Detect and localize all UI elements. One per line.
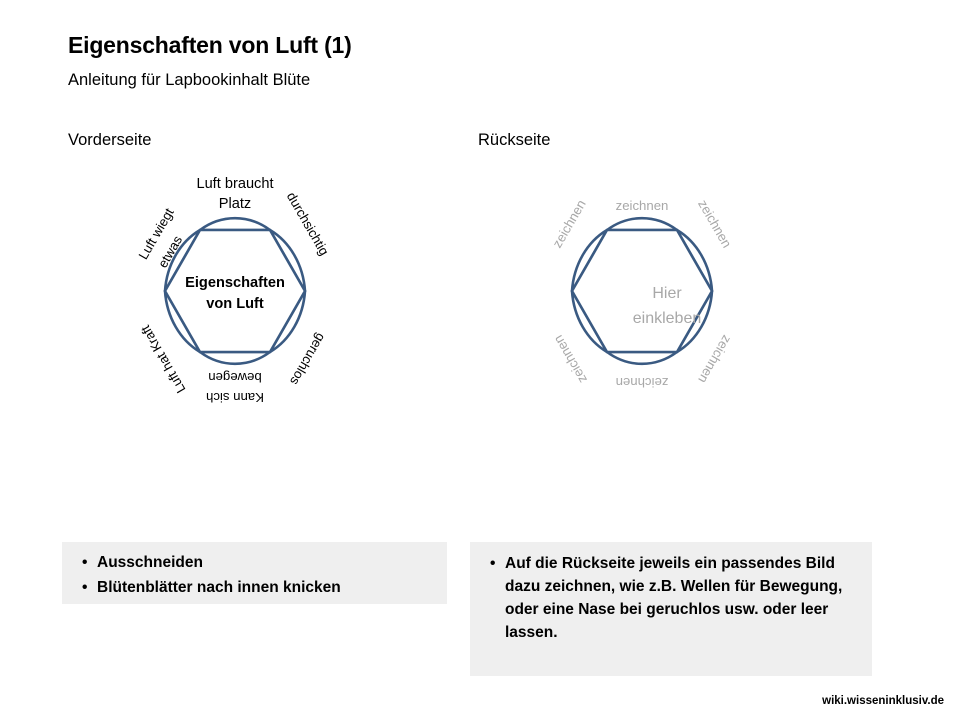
hexagon-center-back: [570, 228, 714, 354]
petal-shape-bottom: [198, 350, 272, 366]
flower-center-label-line1: Hier: [652, 285, 682, 302]
flower-center-label-line1: Eigenschaften: [185, 275, 285, 291]
page-title: Eigenschaften von Luft (1): [68, 32, 352, 58]
flower-center-label-line2: einkleben: [633, 310, 702, 327]
petal-label-top-line1: Luft braucht: [196, 176, 273, 192]
list-item-text: Blütenblätter nach innen knicken: [97, 578, 341, 596]
list-item: • Ausschneiden: [80, 552, 431, 575]
petal-shape-bottom: [605, 350, 679, 366]
section-heading-back: Rückseite: [478, 131, 551, 149]
petal-label-upper-right: zeichnen: [695, 197, 734, 250]
footer-credit: wiki.wisseninklusiv.de: [822, 695, 944, 707]
page-subtitle: Anleitung für Lapbookinhalt Blüte: [68, 71, 311, 89]
petal-label-lower-right: zeichnen: [695, 333, 734, 386]
petal-shape-top: [605, 216, 679, 232]
list-item-text: Ausschneiden: [97, 554, 203, 571]
petal-label-bottom-line2: bewegen: [208, 370, 262, 385]
instruction-list-front: • Ausschneiden • Blütenblätter nach inne…: [80, 552, 431, 600]
list-item: • Auf die Rückseite jeweils ein passende…: [488, 553, 858, 645]
bullet-icon: •: [82, 578, 88, 596]
petal-label-upper-left: zeichnen: [549, 197, 588, 250]
instruction-box-back: • Auf die Rückseite jeweils ein passende…: [470, 542, 872, 676]
petal-label-lower-right: geruchlos: [287, 331, 329, 388]
petal-shape-top: [198, 216, 272, 232]
instruction-box-front: • Ausschneiden • Blütenblätter nach inne…: [62, 542, 447, 604]
list-item: • Blütenblätter nach innen knicken: [80, 577, 431, 600]
bullet-icon: •: [490, 555, 496, 572]
petal-label-lower-left: zeichnen: [550, 333, 589, 386]
petal-label-top: zeichnen: [616, 198, 669, 213]
instruction-list-back: • Auf die Rückseite jeweils ein passende…: [488, 553, 858, 645]
flower-diagram-back: zeichnen zeichnen zeichnen zeichnen zeic…: [549, 197, 734, 390]
petal-label-top-line2: Platz: [219, 196, 251, 212]
petal-label-bottom-line1: Kann sich: [206, 390, 264, 405]
petal-label-bottom: zeichnen: [616, 375, 669, 390]
hexagon-center-front: [163, 228, 307, 354]
bullet-icon: •: [82, 554, 88, 571]
flower-diagram-front: Luft braucht Platz durchsichtig geruchlo…: [135, 176, 331, 405]
list-item-text: Auf die Rückseite jeweils ein passendes …: [505, 555, 843, 641]
section-heading-front: Vorderseite: [68, 131, 152, 149]
flower-center-label-line2: von Luft: [206, 296, 264, 312]
